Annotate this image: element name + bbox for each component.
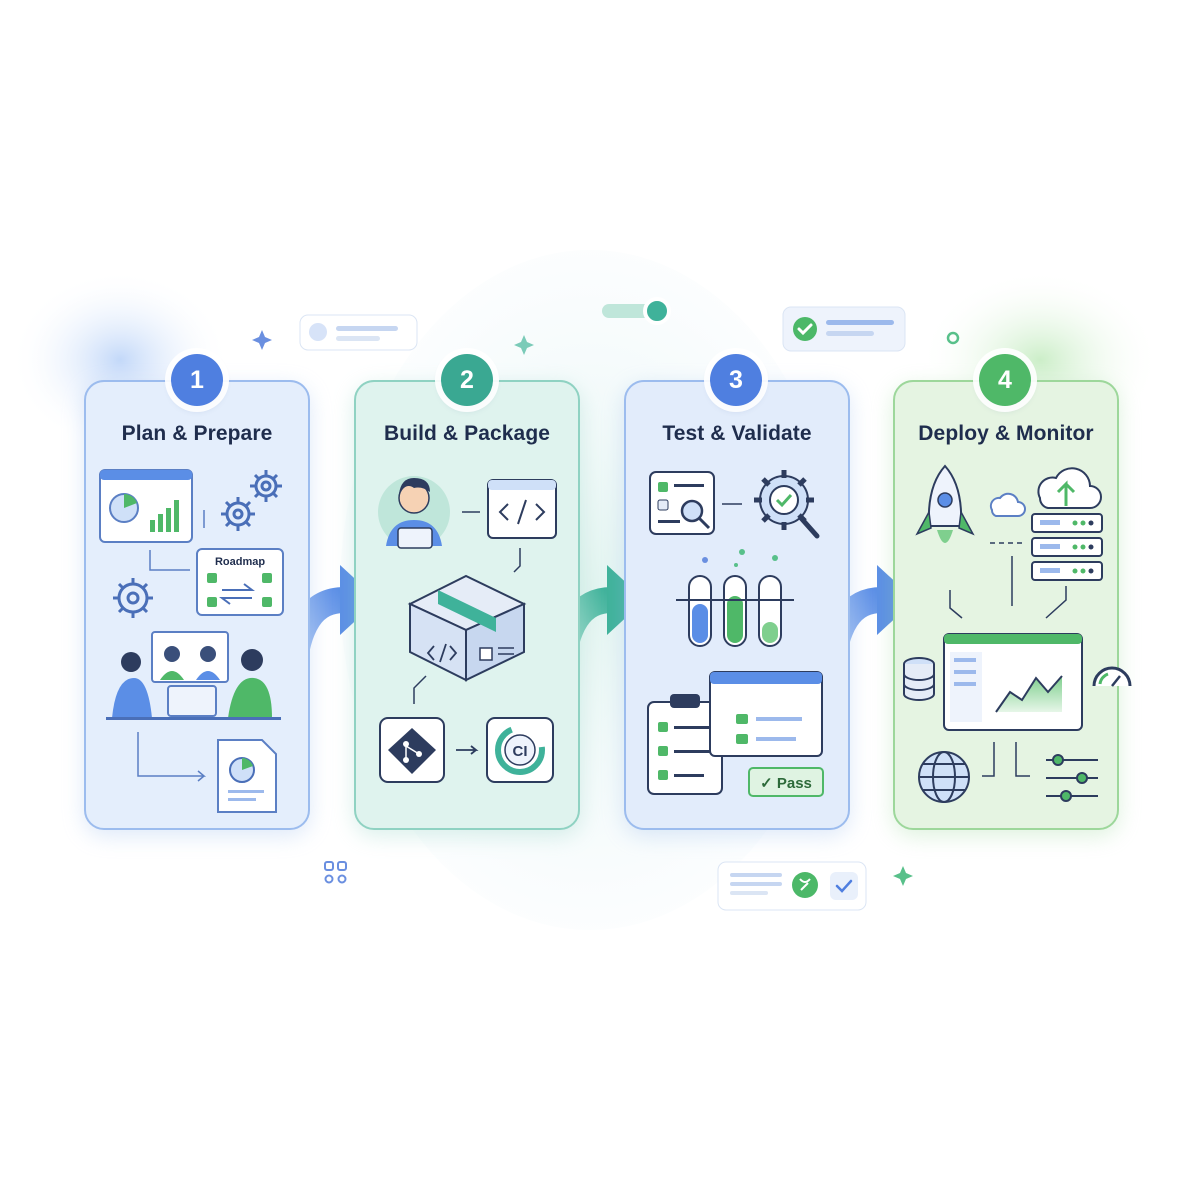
cloud-upload-icon bbox=[1037, 467, 1102, 509]
report-icon bbox=[217, 739, 277, 813]
clipboard-icon bbox=[647, 694, 723, 795]
stage-title: Plan & Prepare bbox=[121, 422, 273, 445]
roadmap-icon bbox=[196, 548, 284, 616]
monitor-chart-icon bbox=[943, 633, 1083, 731]
rocket-icon bbox=[915, 464, 975, 543]
dot-icon bbox=[946, 331, 960, 345]
test-report-window-icon bbox=[709, 671, 823, 757]
checklist-search-icon bbox=[649, 471, 715, 535]
gear-icon bbox=[113, 578, 153, 618]
stage-title: Deploy & Monitor bbox=[918, 422, 1094, 445]
workflow-mini-icon bbox=[324, 861, 347, 884]
database-icon bbox=[903, 657, 935, 701]
developer-icon bbox=[378, 476, 450, 549]
sparkle-icon bbox=[514, 335, 534, 355]
step-badge: 3 bbox=[710, 354, 762, 406]
pass-label: ✓ Pass bbox=[760, 775, 812, 792]
cloud-icon bbox=[989, 492, 1026, 517]
connector-line bbox=[513, 548, 521, 573]
test-gear-icon bbox=[754, 470, 820, 539]
code-window-icon bbox=[487, 479, 557, 539]
floating-chip-top-left bbox=[299, 314, 418, 351]
gauge-icon bbox=[1092, 666, 1132, 687]
stage-title: Build & Package bbox=[383, 422, 551, 445]
team-meeting-icon bbox=[106, 631, 281, 720]
gear-icon bbox=[221, 497, 255, 531]
step-badge: 4 bbox=[979, 354, 1031, 406]
connector-line bbox=[982, 742, 1030, 777]
connector-line bbox=[149, 510, 205, 571]
dashboard-icon bbox=[99, 469, 193, 543]
connector-line bbox=[949, 556, 1067, 619]
globe-icon bbox=[918, 751, 970, 803]
package-icon bbox=[407, 574, 527, 682]
git-icon bbox=[379, 717, 445, 783]
step-badge: 2 bbox=[441, 354, 493, 406]
ci-icon bbox=[486, 717, 554, 783]
roadmap-label: Roadmap bbox=[215, 556, 265, 568]
connector-line bbox=[137, 732, 207, 782]
sparkle-icon bbox=[252, 330, 272, 350]
stage-title: Test & Validate bbox=[662, 422, 812, 445]
floating-chip-bottom bbox=[717, 861, 867, 911]
ci-label: CI bbox=[513, 743, 528, 760]
toggle-switch-icon bbox=[602, 297, 671, 325]
server-icon bbox=[1031, 513, 1103, 581]
gear-icon bbox=[250, 470, 282, 502]
arrow-right-icon bbox=[456, 745, 479, 755]
floating-chip-check bbox=[782, 306, 906, 352]
step-badge: 1 bbox=[171, 354, 223, 406]
test-tubes-icon bbox=[676, 549, 794, 647]
connector-line bbox=[413, 675, 427, 704]
sliders-icon bbox=[1046, 754, 1098, 802]
pass-badge bbox=[748, 767, 824, 797]
sparkle-icon bbox=[893, 866, 913, 886]
